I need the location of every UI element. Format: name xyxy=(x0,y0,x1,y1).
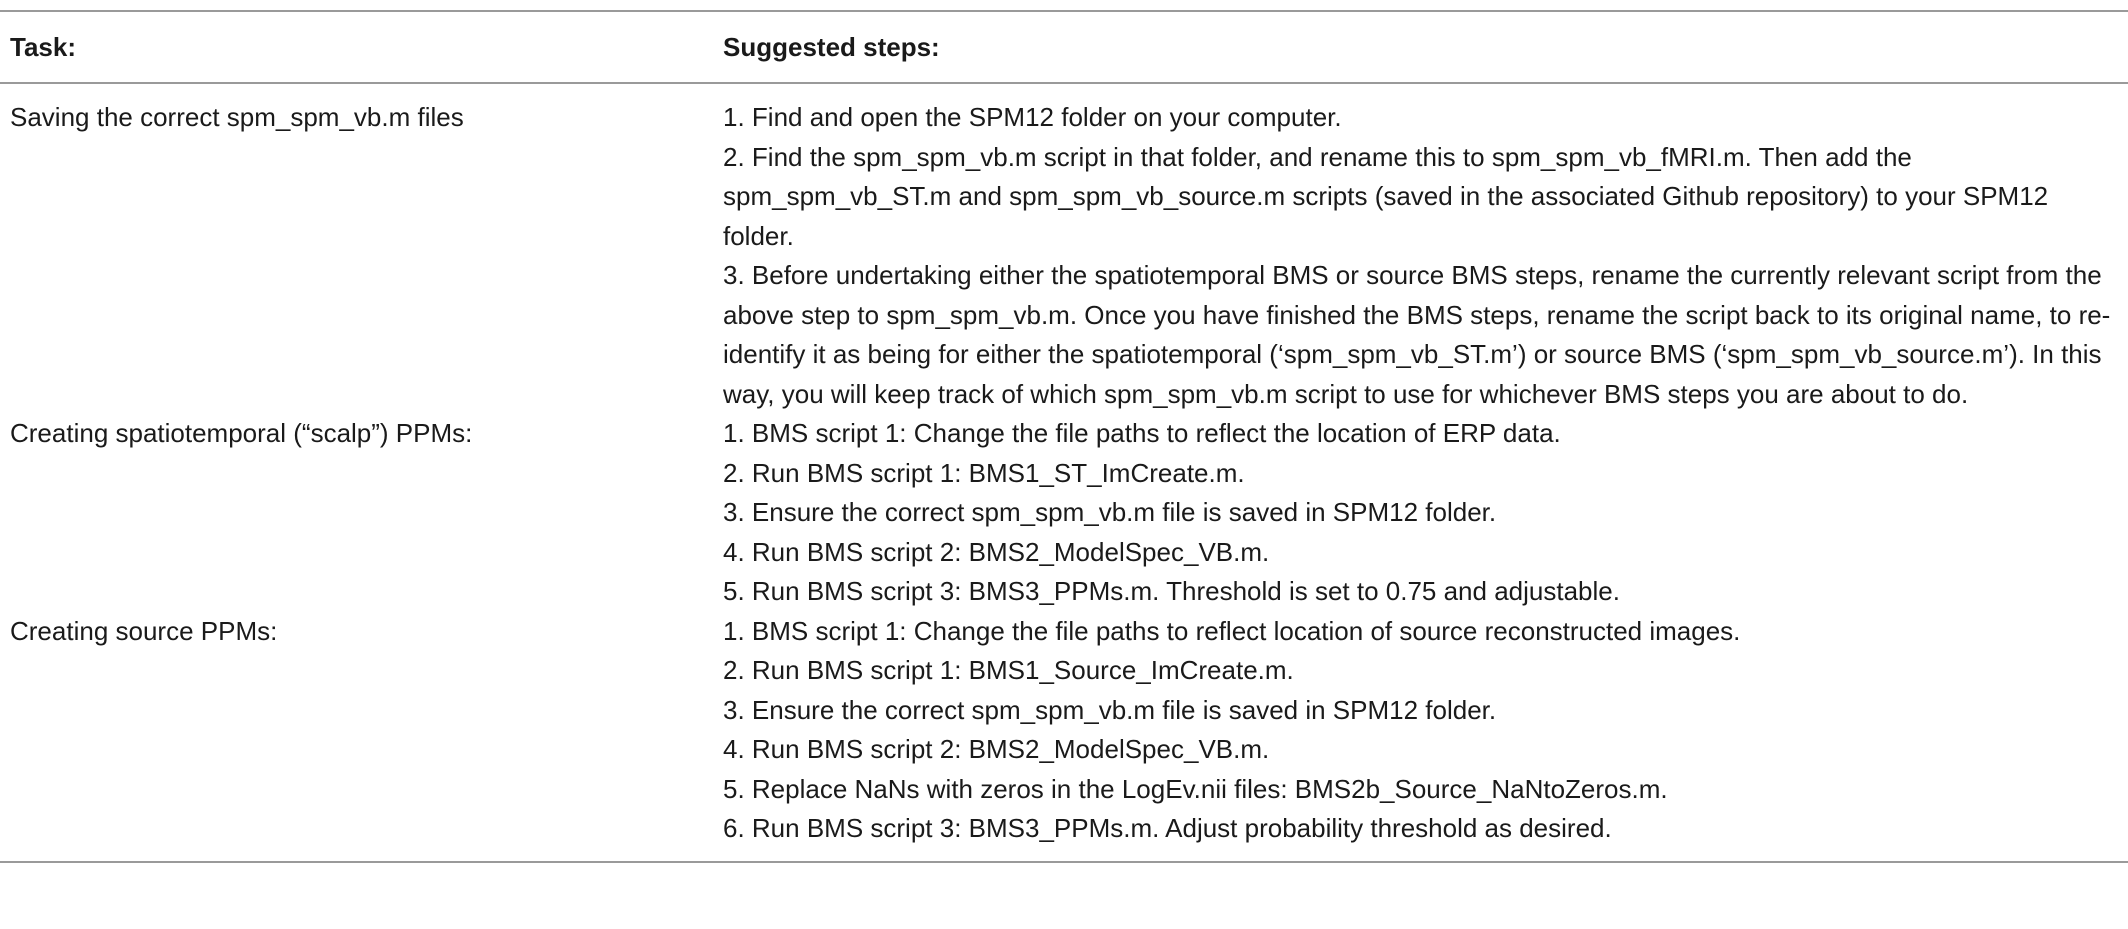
steps-table-container: Task: Suggested steps: Saving the correc… xyxy=(0,10,2128,863)
step-item: 5. Run BMS script 3: BMS3_PPMs.m. Thresh… xyxy=(723,576,1620,606)
task-cell: Creating source PPMs: xyxy=(0,611,723,863)
step-item: 1. Find and open the SPM12 folder on you… xyxy=(723,102,1342,132)
column-header-task: Task: xyxy=(0,10,723,84)
column-header-steps: Suggested steps: xyxy=(723,10,2128,84)
table-row: Creating spatiotemporal (“scalp”) PPMs: … xyxy=(0,414,2128,612)
steps-cell: 1. Find and open the SPM12 folder on you… xyxy=(723,83,2128,414)
table-body: Saving the correct spm_spm_vb.m files 1.… xyxy=(0,83,2128,863)
steps-table: Task: Suggested steps: Saving the correc… xyxy=(0,10,2128,863)
step-item: 4. Run BMS script 2: BMS2_ModelSpec_VB.m… xyxy=(723,734,1270,764)
step-item: 2. Run BMS script 1: BMS1_Source_ImCreat… xyxy=(723,655,1294,685)
step-item: 4. Run BMS script 2: BMS2_ModelSpec_VB.m… xyxy=(723,536,1270,567)
step-item: 5. Replace NaNs with zeros in the LogEv.… xyxy=(723,773,1668,804)
table-row: Saving the correct spm_spm_vb.m files 1.… xyxy=(0,83,2128,414)
task-cell: Creating spatiotemporal (“scalp”) PPMs: xyxy=(10,418,473,448)
step-item: 3. Ensure the correct spm_spm_vb.m file … xyxy=(723,497,1497,527)
step-item: 2. Find the spm_spm_vb.m script in that … xyxy=(723,141,2049,251)
table-header: Task: Suggested steps: xyxy=(0,10,2128,84)
step-item: 3. Before undertaking either the spatiot… xyxy=(723,260,2111,409)
steps-cell: 1. BMS script 1: Change the file paths t… xyxy=(723,611,2128,863)
steps-cell: 1. BMS script 1: Change the file paths t… xyxy=(723,414,2128,612)
task-cell: Saving the correct spm_spm_vb.m files xyxy=(10,102,464,132)
step-item: 6. Run BMS script 3: BMS3_PPMs.m. Adjust… xyxy=(723,813,1612,843)
step-item: 3. Ensure the correct spm_spm_vb.m file … xyxy=(723,694,1497,725)
step-item: 1. BMS script 1: Change the file paths t… xyxy=(723,615,1741,646)
table-row: Creating source PPMs: 1. BMS script 1: C… xyxy=(0,611,2128,863)
step-item: 1. BMS script 1: Change the file paths t… xyxy=(723,418,1561,448)
step-item: 2. Run BMS script 1: BMS1_ST_ImCreate.m. xyxy=(723,457,1245,488)
table-header-row: Task: Suggested steps: xyxy=(0,10,2128,84)
